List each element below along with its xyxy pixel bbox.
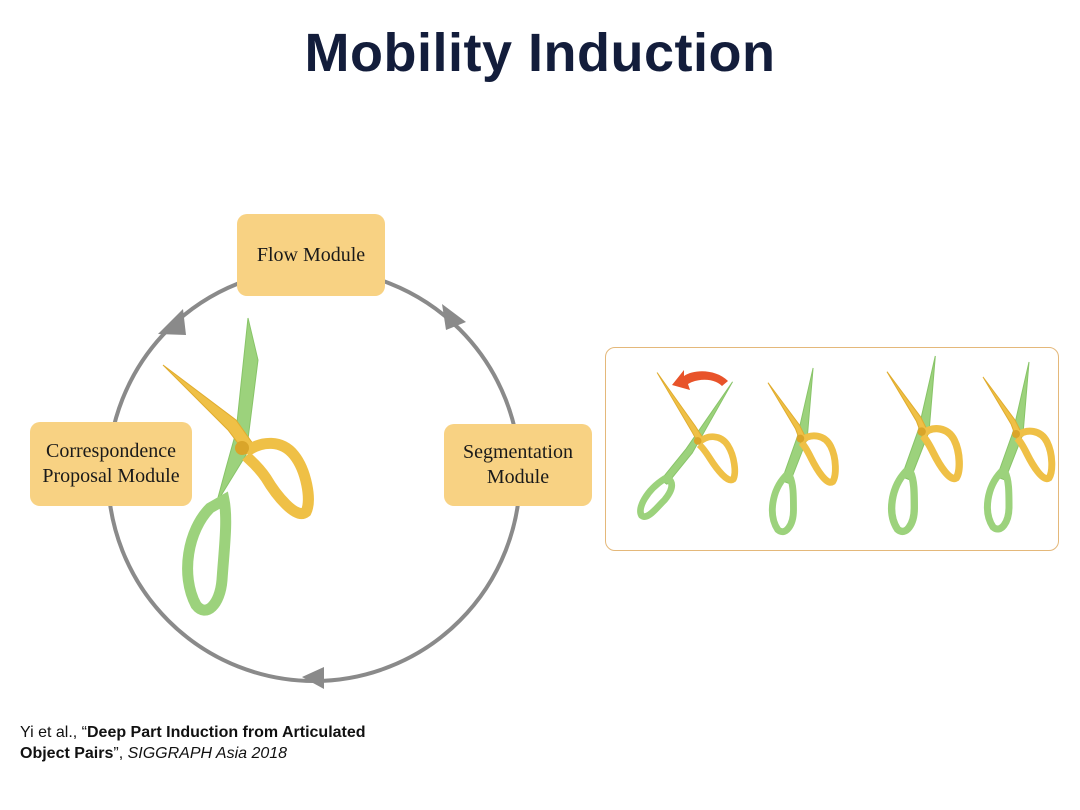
segmentation-label-line1: Segmentation xyxy=(463,441,573,463)
correspondence-label-line1: Correspondence xyxy=(46,440,176,462)
flow-module-box: Flow Module xyxy=(237,214,385,296)
segmentation-module-box: Segmentation Module xyxy=(444,424,592,506)
slide-title: Mobility Induction xyxy=(304,23,776,83)
citation: Yi et al., “Deep Part Induction from Art… xyxy=(20,722,366,764)
curved-arrow-icon xyxy=(672,370,728,390)
correspondence-module-box: Correspondence Proposal Module xyxy=(30,422,192,506)
arrowhead-icon xyxy=(302,667,324,689)
arrowhead-icon xyxy=(158,309,186,335)
citation-separator: ”, xyxy=(113,745,128,762)
arrowhead-icon xyxy=(442,304,466,330)
scissors-icon xyxy=(637,372,739,520)
correspondence-label-line2: Proposal Module xyxy=(42,465,180,487)
motion-sequence-panel xyxy=(605,347,1059,551)
flow-module-label: Flow Module xyxy=(256,243,366,266)
citation-title-line1: Deep Part Induction from Articulated xyxy=(86,724,366,741)
segmentation-label-line2: Module xyxy=(486,466,550,488)
citation-authors: Yi et al., “ xyxy=(20,724,87,741)
citation-title-line2: Object Pairs xyxy=(20,745,114,762)
citation-venue: SIGGRAPH Asia 2018 xyxy=(127,745,288,762)
